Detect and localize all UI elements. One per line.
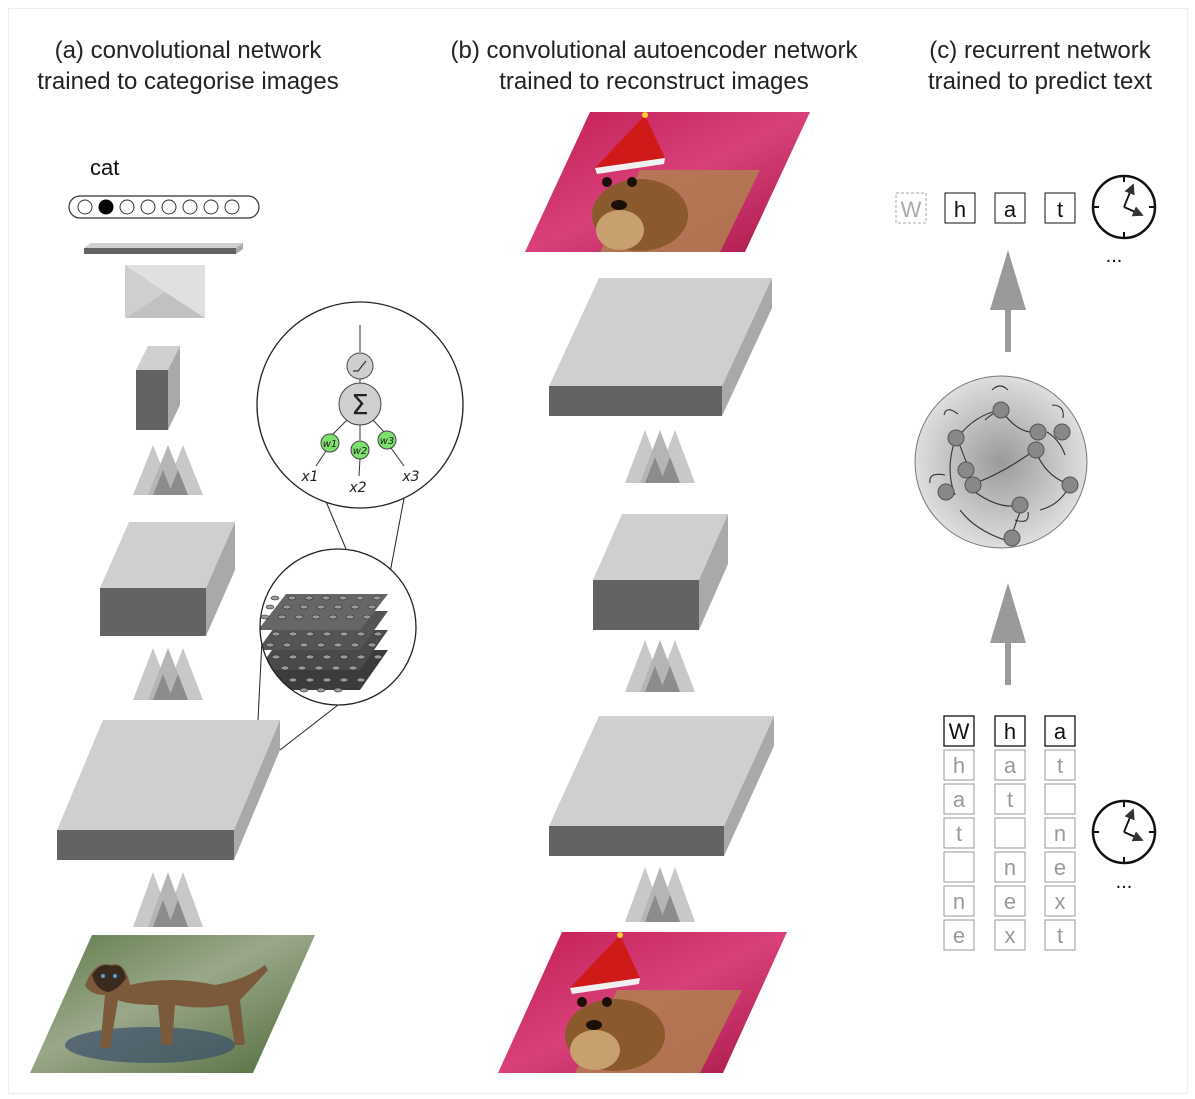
figure-frame: [8, 8, 1188, 1094]
panel-c-title-line2: trained to predict text: [927, 68, 1153, 95]
dog-output-image: [525, 112, 810, 252]
output-char-0: W: [901, 197, 922, 222]
input-char-cell: [994, 851, 1026, 883]
weight-label-3: w3: [380, 436, 395, 447]
input-char-cell: [994, 817, 1026, 849]
input-label-2: x2: [348, 480, 366, 496]
panel-a-title: (a) convolutional network trained to cat…: [28, 35, 348, 97]
input-char-cell: [1044, 919, 1076, 951]
input-char: t: [1007, 787, 1013, 812]
input-char-cell: [943, 749, 975, 781]
input-char-cell: [1044, 851, 1076, 883]
input-char: a: [1004, 753, 1017, 778]
input-char: h: [1004, 719, 1016, 744]
recurrent-network: [914, 375, 1088, 549]
active-output-unit: [98, 199, 114, 215]
input-char: e: [1054, 855, 1066, 880]
conv-filter-icon: [625, 867, 695, 922]
conv-filter-icon: [133, 872, 203, 927]
cat-input-image: [30, 935, 315, 1073]
output-units: [68, 195, 260, 219]
input-char-cell: [994, 885, 1026, 917]
panel-c-title-line1: (c) recurrent network: [929, 37, 1151, 64]
neuron-zoom: Σ w1 w2 w3 x1 x2 x3: [256, 301, 464, 509]
conv-layer-2: [100, 522, 235, 636]
up-arrow: [990, 583, 1026, 685]
panel-c-title: (c) recurrent network trained to predict…: [905, 35, 1175, 97]
input-char-cell: [1044, 715, 1076, 747]
feature-map-zoom: [259, 548, 417, 706]
weight-node-3: [377, 430, 397, 450]
clock-icon: [1091, 799, 1157, 865]
panel-b-title-line1: (b) convolutional autoencoder network: [450, 37, 858, 64]
deconv-filter-icon: [625, 430, 695, 483]
input-char-cell: [943, 783, 975, 815]
weight-label-2: w2: [353, 446, 368, 457]
weight-node-1: [320, 433, 340, 453]
panel-b-title-line2: trained to reconstruct images: [499, 68, 809, 95]
output-char-3: t: [1057, 197, 1063, 222]
bottleneck-layer: [593, 514, 728, 630]
input-char: t: [956, 821, 962, 846]
output-sequence: W h a t: [895, 192, 1076, 224]
input-char-cell: [943, 919, 975, 951]
input-char-cell: [943, 885, 975, 917]
activation-function-icon: [346, 352, 374, 380]
input-char-cell: [1044, 783, 1076, 815]
sum-symbol: Σ: [351, 388, 369, 421]
decoder-layer-2: [549, 278, 772, 416]
dog-input-image: [498, 932, 787, 1073]
input-char: t: [1057, 753, 1063, 778]
input-char: x: [1055, 889, 1066, 914]
dense-layer: [84, 243, 243, 254]
input-char: n: [953, 889, 965, 914]
input-char: x: [1005, 923, 1016, 948]
panel-a-title-line2: trained to categorise images: [37, 68, 339, 95]
input-char: e: [1004, 889, 1016, 914]
input-char: W: [949, 719, 970, 744]
encoder-layer-1: [549, 716, 774, 856]
input-char-cell: [943, 851, 975, 883]
up-arrow: [990, 250, 1026, 352]
input-char-cell: [1044, 885, 1076, 917]
input-char-cell: [943, 817, 975, 849]
output-char-2: a: [1004, 197, 1017, 222]
panel-b-title: (b) convolutional autoencoder network tr…: [438, 35, 870, 97]
output-char-1: h: [954, 197, 966, 222]
clock-icon: [1091, 174, 1157, 240]
conv-filter-icon: [133, 445, 203, 495]
conv-layer-1: [57, 720, 280, 860]
ellipsis-top: ...: [1106, 245, 1123, 267]
input-char: h: [953, 753, 965, 778]
input-char-cell: [994, 919, 1026, 951]
input-char-cell: [994, 715, 1026, 747]
ellipsis-bottom: ...: [1116, 871, 1133, 893]
input-char-cell: [994, 783, 1026, 815]
input-char: n: [1004, 855, 1016, 880]
input-label-1: x1: [300, 469, 318, 485]
input-label-3: x3: [401, 469, 419, 485]
conv-filter-icon: [133, 648, 203, 700]
panel-a-title-line1: (a) convolutional network: [54, 37, 322, 64]
fully-connected-connections: [125, 265, 205, 318]
input-char-cell: [943, 715, 975, 747]
input-char: e: [953, 923, 965, 948]
input-char: a: [1054, 719, 1067, 744]
conv-layer-3: [136, 346, 180, 430]
input-char: a: [953, 787, 966, 812]
weight-label-1: w1: [323, 439, 338, 450]
input-char-cell: [1044, 817, 1076, 849]
input-char: n: [1054, 821, 1066, 846]
input-char-cell: [994, 749, 1026, 781]
output-label-cat: cat: [90, 155, 119, 180]
input-char-cell: [1044, 749, 1076, 781]
input-char: t: [1057, 923, 1063, 948]
conv-filter-icon: [625, 640, 695, 692]
